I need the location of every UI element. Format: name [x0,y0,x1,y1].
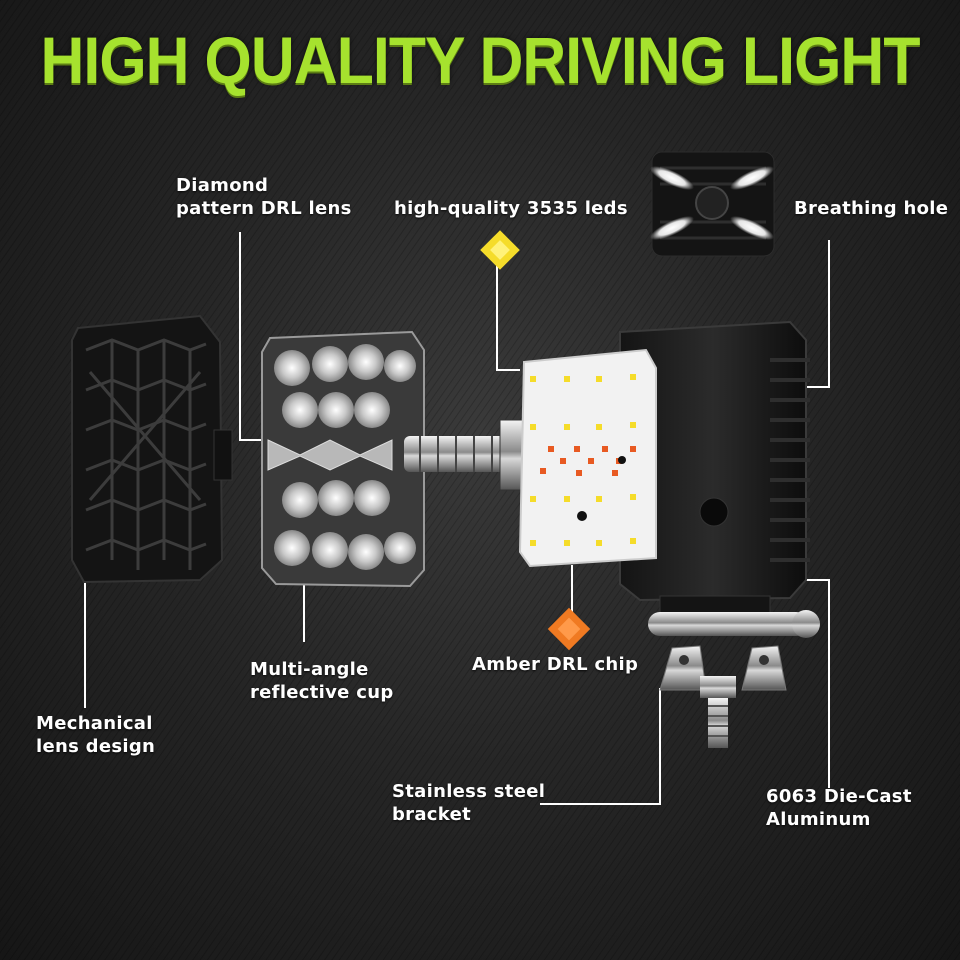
callout-bracket-line1: Stainless steel [392,781,546,802]
callout-mechanical-lens-line1: Mechanical [36,713,153,734]
callout-leds-line1: high-quality 3535 leds [394,198,628,219]
reflective-cup-lens [261,330,425,588]
callout-breathing-hole: Breathing hole [794,197,948,220]
callout-breathing-hole-line1: Breathing hole [794,198,949,219]
callout-leds: high-quality 3535 leds [394,197,628,220]
line-leds [496,262,520,371]
callout-amber-chip-line1: Amber DRL chip [472,654,639,675]
callout-aluminum-line1: 6063 Die-Cast [766,786,912,807]
mounting-screw [404,419,527,491]
callout-reflective-cup: Multi-angle reflective cup [250,658,394,704]
amber-drl-chip [547,607,591,651]
callout-reflective-cup-line2: reflective cup [250,682,394,703]
led-board [518,348,657,568]
callout-bracket: Stainless steel bracket [392,780,545,826]
page-title: HIGH QUALITY DRIVING LIGHT [40,23,920,97]
callout-aluminum-line2: Aluminum [766,809,871,830]
line-bracket [540,688,661,805]
line-aluminum [800,579,830,788]
breathing-hole-inset [650,151,775,257]
callout-diamond-lens-line2: pattern DRL lens [176,198,352,219]
callout-diamond-lens-line1: Diamond [176,175,269,196]
yellow-leds [530,374,636,546]
line-breathing-hole [800,240,830,388]
callout-lines [84,232,830,805]
callout-mechanical-lens: Mechanical lens design [36,712,155,758]
yellow-led-chip [480,230,520,270]
reflector-cups [274,344,416,570]
callout-aluminum: 6063 Die-Cast Aluminum [766,785,912,831]
callout-mechanical-lens-line2: lens design [36,736,156,757]
line-diamond-lens [239,232,268,441]
mechanical-lens-panel [71,314,233,584]
stainless-bracket [659,645,787,748]
callout-diamond-lens: Diamond pattern DRL lens [176,174,352,220]
aluminum-housing [619,320,820,638]
callout-reflective-cup-line1: Multi-angle [250,659,369,680]
callout-amber-chip: Amber DRL chip [472,653,638,676]
callout-bracket-line2: bracket [392,804,471,825]
